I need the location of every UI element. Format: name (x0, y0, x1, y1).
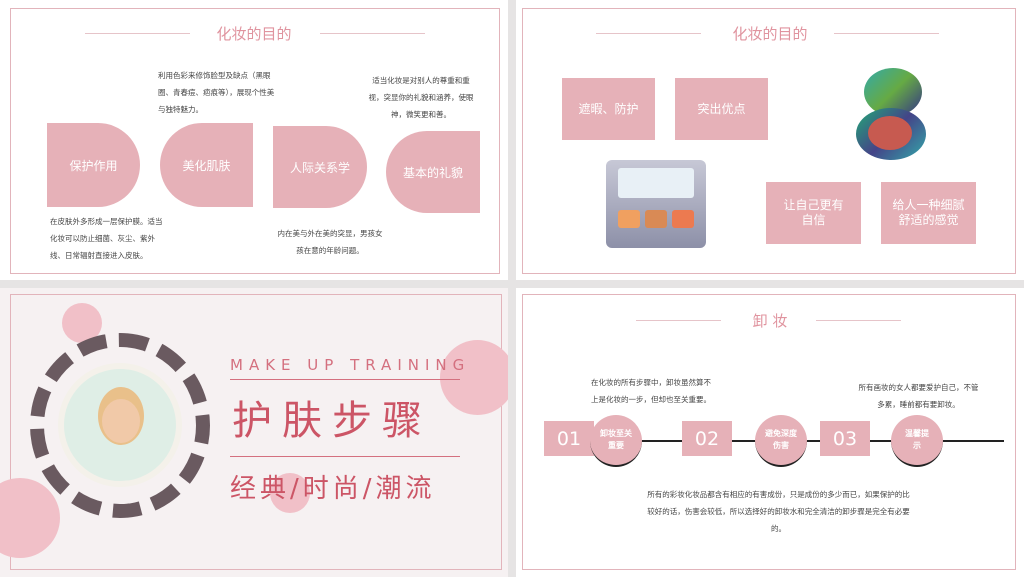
divider (636, 320, 721, 321)
slide-frame (522, 8, 1016, 274)
step-desc: 在化妆的所有步骤中，卸妆虽然算不上是化妆的一步，但却也至关重要。 (591, 378, 711, 404)
box-highlight: 突出优点 (675, 78, 768, 140)
shape-beautify: 美化肌肤 (160, 123, 253, 207)
divider (85, 33, 190, 34)
step-circle: 避免深度伤害 (755, 415, 807, 467)
subtitle: MAKE UP TRAINING (230, 356, 471, 374)
item-desc: 利用色彩来修饰脸型及缺点（黑眼圈、青春痘、疤痕等），展现个性美与独特魅力。 (158, 71, 275, 114)
divider (816, 320, 901, 321)
slide-1[interactable]: 化妆的目的 利用色彩来修饰脸型及缺点（黑眼圈、青春痘、疤痕等），展现个性美与独特… (0, 0, 508, 280)
decor-circle (440, 340, 508, 415)
step-desc: 所有画妆的女人都要爱护自己，不管多累，睡前都有要卸妆。 (858, 383, 979, 409)
slide-frame (10, 8, 500, 274)
box-confidence: 让自己更有自信 (766, 182, 861, 244)
item-desc: 适当化妆是对别人的尊重和重视，突显你的礼貌和涵养，使眼神，微笑更和善。 (368, 76, 474, 119)
makeup-wreath-image (30, 333, 210, 518)
slide-title: 化妆的目的 (732, 25, 808, 43)
step-desc: 所有的彩妆化妆品都含有相应的有害成份，只是成份的多少而已，如果保护的比较好的话，… (647, 490, 910, 533)
divider (320, 33, 425, 34)
step-number: 02 (682, 421, 732, 456)
item-label: 人际关系学 (289, 160, 350, 175)
item-label: 保护作用 (69, 158, 118, 173)
shape-social: 人际关系学 (273, 126, 367, 208)
divider (834, 33, 939, 34)
item-desc: 在皮肤外多形成一层保护膜。适当化妆可以防止细菌、灰尘、紫外线、日常辐射直接进入皮… (50, 217, 163, 260)
shape-etiquette: 基本的礼貌 (386, 131, 480, 213)
slide-3[interactable]: MAKE UP TRAINING 护肤步骤 经典/时尚/潮流 (0, 288, 508, 577)
eyeshadow-palette-image (606, 160, 706, 248)
tagline: 经典/时尚/潮流 (230, 474, 436, 504)
item-desc: 内在美与外在美的突显，男孩女孩在意的年龄问题。 (277, 229, 383, 255)
item-label: 美化肌肤 (182, 158, 231, 173)
item-label: 基本的礼貌 (402, 165, 463, 180)
step-circle: 卸妆至关重要 (590, 415, 642, 467)
divider (230, 456, 460, 457)
slide-4[interactable]: 卸 妆 在化妆的所有步骤中，卸妆虽然算不上是化妆的一步，但却也至关重要。 所有画… (516, 288, 1024, 577)
slide-title: 卸 妆 (752, 312, 788, 330)
decor-circle (270, 473, 310, 513)
avatar-illustration (58, 363, 182, 487)
divider (596, 33, 701, 34)
blush-compact-image (856, 68, 928, 160)
main-title: 护肤步骤 (232, 398, 432, 444)
box-conceal: 遮暇、防护 (562, 78, 655, 140)
slide-title: 化妆的目的 (216, 25, 292, 43)
box-comfort: 给人一种细腻舒适的感觉 (881, 182, 976, 244)
step-circle: 温馨提示 (891, 415, 943, 467)
divider (230, 379, 460, 380)
slide-frame (10, 294, 502, 570)
slide-frame (522, 294, 1016, 570)
step-number: 03 (820, 421, 870, 456)
shape-protect: 保护作用 (47, 123, 140, 207)
step-number: 01 (544, 421, 594, 456)
slide-2[interactable]: 化妆的目的 遮暇、防护 突出优点 让自己更有自信 给人一种细腻舒适的感觉 (516, 0, 1024, 280)
